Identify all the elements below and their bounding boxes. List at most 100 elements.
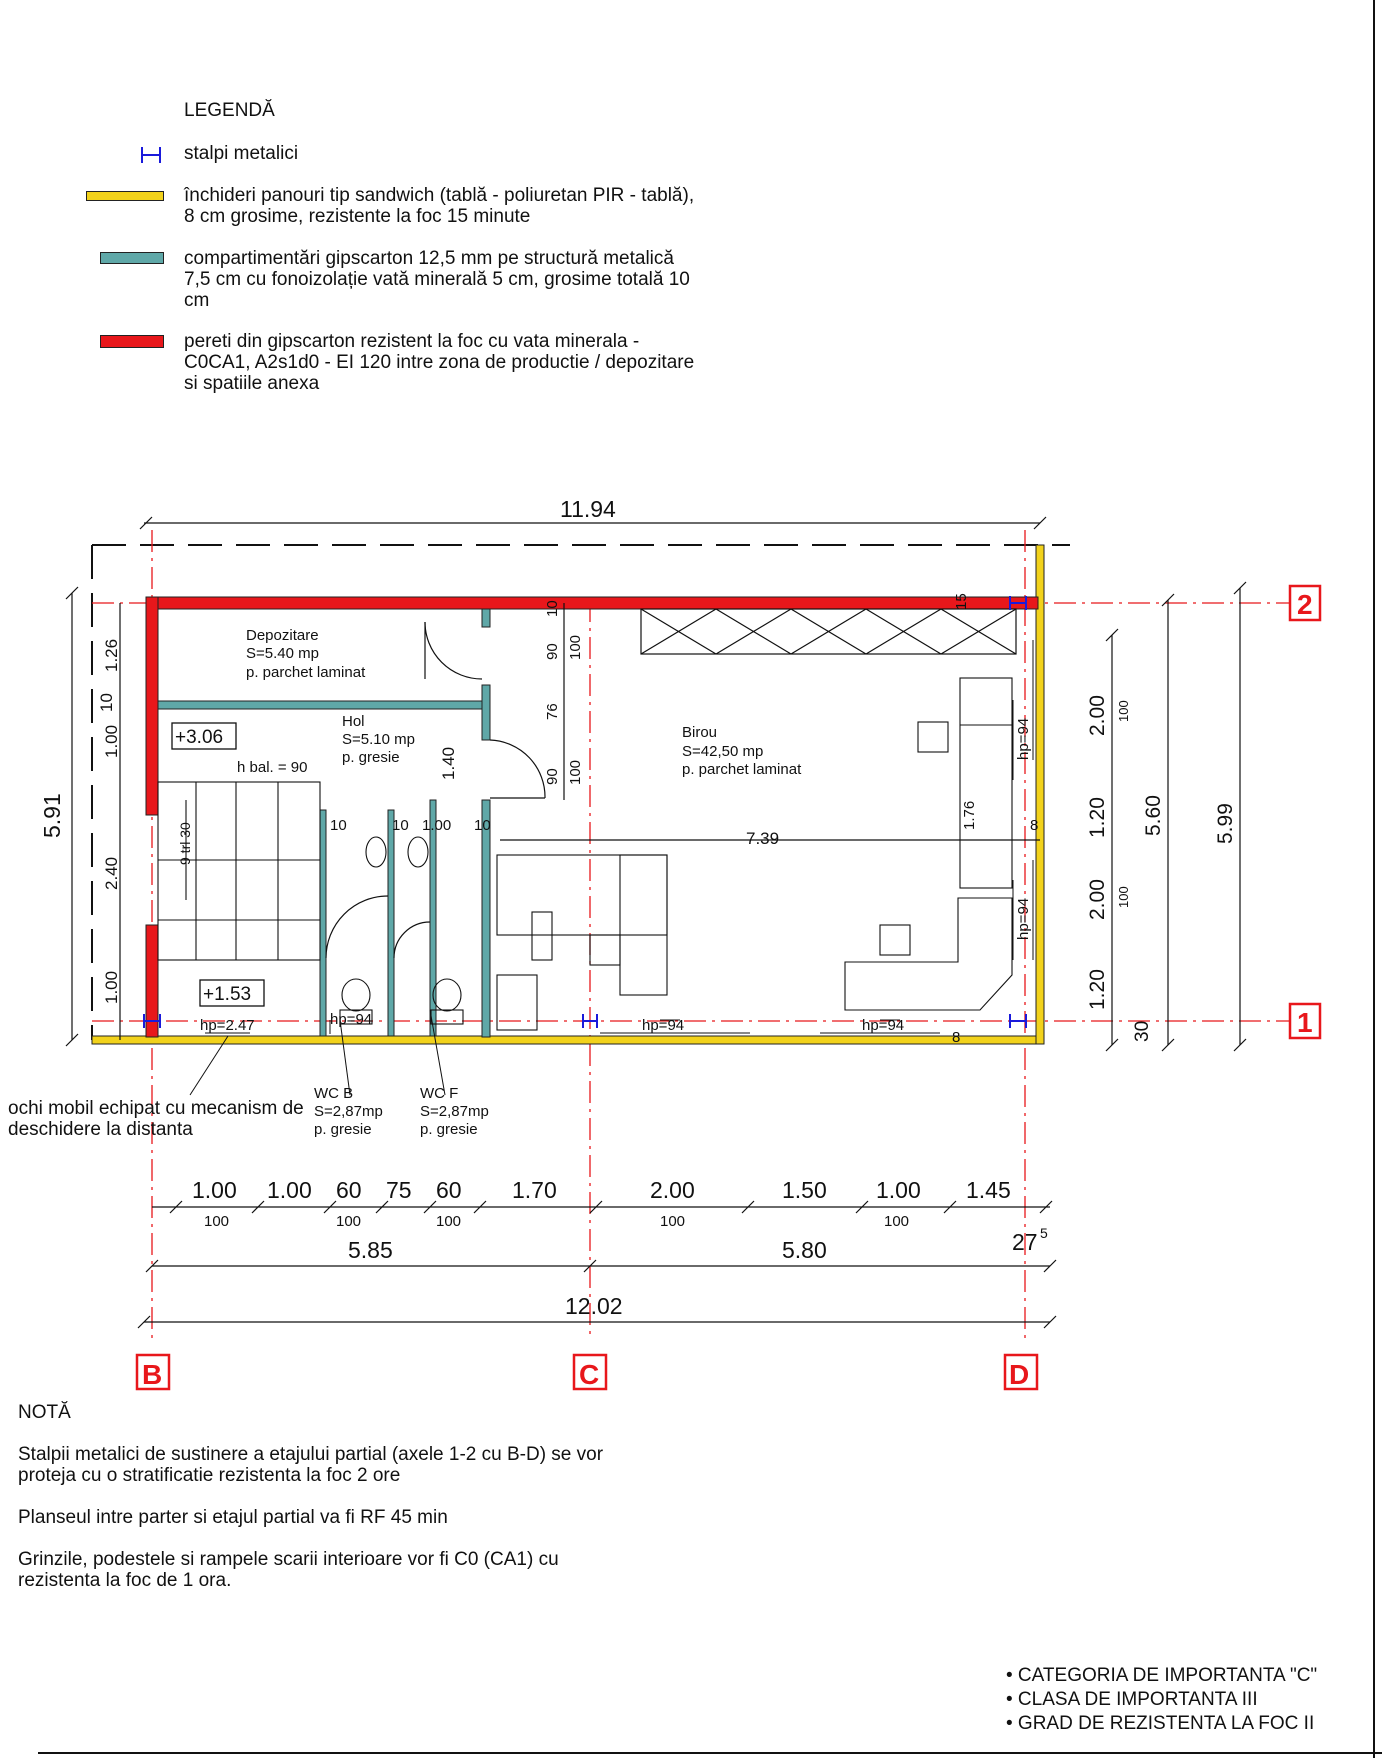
- dim-right-total-outer: 5.99: [1214, 803, 1237, 844]
- dim-bottom-6: 2.00: [650, 1177, 695, 1203]
- fire-resistance-grade: • GRAD DE REZISTENTA LA FOC II: [1006, 1713, 1315, 1734]
- hp-left: hp=2.47: [200, 1017, 255, 1034]
- dim-inner-misc-3: 8: [1030, 817, 1038, 834]
- wcb-leader: [339, 1019, 351, 1096]
- room-wcf-name: WC F: [420, 1085, 458, 1102]
- hp-wc: hp=94: [330, 1011, 372, 1028]
- category-importance: • CATEGORIA DE IMPORTANTA "C": [1006, 1665, 1318, 1686]
- dim-right-total-inner: 5.60: [1142, 795, 1165, 836]
- door-swings: [325, 621, 546, 959]
- staircase: [157, 781, 321, 961]
- dim-left-seg-3: 2.40: [102, 857, 121, 890]
- level-upper: +3.06: [175, 727, 223, 748]
- dim-bottom-0: 1.00: [192, 1177, 237, 1203]
- note-3: Grinzile, podestele si rampele scarii in…: [18, 1549, 559, 1591]
- dim-left-height: 5.91: [39, 793, 65, 838]
- dim-inner-misc-0: 15: [953, 593, 970, 610]
- level-box-lower: [199, 979, 265, 1007]
- fire-wall-left-upper: [145, 596, 159, 816]
- dim-right-seg-2: 1.20: [1086, 797, 1109, 838]
- upper-floor-outline: [91, 544, 1070, 1040]
- level-lower: +1.53: [203, 984, 251, 1005]
- hp-front1: hp=94: [642, 1017, 684, 1034]
- dim-bottom-4: 60: [436, 1177, 462, 1203]
- axis-label-1: 1: [1297, 1007, 1313, 1038]
- window-annotation: ochi mobil echipat cu mecanism de deschi…: [8, 1098, 304, 1140]
- legend-item-firewall: pereti din gipscarton rezistent la foc c…: [184, 331, 695, 394]
- dim-left-seg-0: 1.26: [102, 639, 121, 672]
- room-depozitare-area: S=5.40 mp: [246, 645, 319, 662]
- hp-front2: hp=94: [862, 1017, 904, 1034]
- dim-inner-misc-7: 10: [474, 817, 491, 834]
- sheet-border-bottom: [38, 1752, 1382, 1754]
- dim-bottom-sub-1: 100: [336, 1213, 361, 1230]
- dim-bottom-total: 12.02: [565, 1293, 623, 1319]
- room-wcb-area: S=2,87mp: [314, 1103, 383, 1120]
- dim-bottom-mid-sup: 5: [1040, 1225, 1048, 1241]
- dim-inner-v-5: 100: [567, 760, 584, 785]
- class-importance: • CLASA DE IMPORTANTA III: [1006, 1689, 1258, 1710]
- dim-inner-misc-9: 10: [330, 817, 347, 834]
- room-birou-name: Birou: [682, 724, 717, 741]
- dim-bottom-sub-0: 100: [204, 1213, 229, 1230]
- legend-title: LEGENDĂ: [184, 100, 275, 121]
- dim-right-seg-6: 30: [1132, 1021, 1153, 1042]
- dim-bottom-mid-2: 27: [1012, 1229, 1038, 1255]
- dim-bottom-5: 1.70: [512, 1177, 557, 1203]
- dim-bottom-9: 1.45: [966, 1177, 1011, 1203]
- dim-bottom-sub-3: 100: [660, 1213, 685, 1230]
- floor-plan: Depozitare S=5.40 mp p. parchet laminat …: [39, 496, 1322, 1391]
- column-symbol-icon: [141, 147, 161, 163]
- room-wcf-floor: p. gresie: [420, 1121, 478, 1138]
- room-hol-area: S=5.10 mp: [342, 731, 415, 748]
- hp-side1: hp=94: [1015, 718, 1032, 760]
- legend-swatch-gypsum: [100, 252, 164, 264]
- note-2: Planseul intre parter si etajul partial …: [18, 1507, 448, 1528]
- dim-inner-misc-6: 10: [392, 817, 409, 834]
- fire-wall-rear: [145, 596, 1039, 610]
- dim-bottom-sub-2: 100: [436, 1213, 461, 1230]
- dimension-lines: [71, 522, 1241, 1323]
- dim-inner-misc-2: 1.40: [439, 747, 458, 780]
- legend-swatch-sandwich: [86, 191, 164, 201]
- axis-label-2: 2: [1297, 589, 1313, 620]
- dim-right-seg-0: 2.00: [1086, 695, 1109, 736]
- dim-inner-misc-8: 1.00: [422, 817, 451, 834]
- dim-bottom-sub-4: 100: [884, 1213, 909, 1230]
- office-furniture: [496, 677, 1013, 1031]
- axis-markers: B C D 1 2: [135, 584, 1322, 1391]
- stairs-steps: 9 trl 30: [177, 822, 193, 865]
- balustrade-height: h bal. = 90: [237, 759, 307, 776]
- dim-inner-v-4: 90: [544, 768, 561, 785]
- dim-inner-v-2: 100: [567, 635, 584, 660]
- fire-wall-left-lower: [145, 924, 159, 1038]
- room-depozitare-floor: p. parchet laminat: [246, 664, 366, 681]
- front-windows: [205, 640, 1034, 1034]
- dim-bottom-7: 1.50: [782, 1177, 827, 1203]
- dim-right-seg-4: 100: [1116, 886, 1131, 908]
- axis-label-b: B: [142, 1359, 162, 1390]
- hp-markers: [329, 700, 1014, 1034]
- level-box-upper: [171, 722, 237, 750]
- legend-item-columns: stalpi metalici: [184, 143, 299, 164]
- legend-item-gypsum: compartimentări gipscarton 12,5 mm pe st…: [184, 248, 690, 311]
- dim-bottom-1: 1.00: [267, 1177, 312, 1203]
- gypsum-partitions: [157, 608, 491, 1038]
- room-wcf-area: S=2,87mp: [420, 1103, 489, 1120]
- dim-top-overall: 11.94: [560, 496, 616, 522]
- window-leader: [189, 1035, 229, 1096]
- dim-left-seg-4: 1.00: [102, 971, 121, 1004]
- axis-label-c: C: [579, 1359, 599, 1390]
- dim-left-seg-1: 10: [97, 693, 116, 712]
- legend-item-sandwich: închideri panouri tip sandwich (tablă - …: [184, 185, 695, 227]
- axis-label-d: D: [1009, 1359, 1029, 1390]
- room-depozitare-name: Depozitare: [246, 627, 319, 644]
- dim-inner-v-0: 10: [544, 600, 561, 617]
- dim-left-seg-2: 1.00: [102, 725, 121, 758]
- room-wcb-floor: p. gresie: [314, 1121, 372, 1138]
- storage-racks: [640, 608, 1017, 655]
- toilet-fixtures: [339, 836, 464, 1025]
- wcf-leader: [429, 1009, 446, 1096]
- dim-inner-misc-1: 7.39: [746, 829, 779, 848]
